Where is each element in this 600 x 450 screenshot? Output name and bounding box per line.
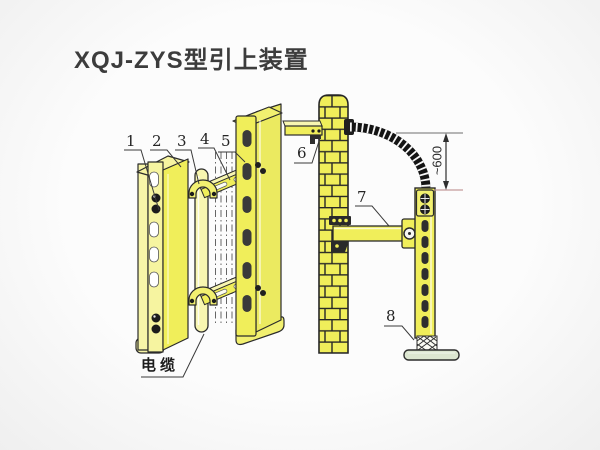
part-label-7: 7 xyxy=(357,188,367,206)
column-a-back-flange xyxy=(137,163,149,351)
leader-lines xyxy=(124,134,415,378)
part-label-8: 8 xyxy=(386,307,396,325)
part-label-3: 3 xyxy=(177,132,187,150)
part-label-4: 4 xyxy=(200,130,210,148)
column-b-slots xyxy=(242,130,252,312)
flexible-conduit xyxy=(344,119,431,190)
column-a-slots xyxy=(149,171,159,288)
diagram-title: XQJ-ZYS型引上装置 xyxy=(74,47,309,74)
cable-label: 电缆 xyxy=(141,357,180,374)
part-label-5: 5 xyxy=(221,132,231,150)
upper-pipe-clamp xyxy=(188,179,218,199)
arm-fixing-bolts xyxy=(255,162,266,296)
leader-8 xyxy=(384,325,415,341)
leader-cable xyxy=(141,333,205,378)
wall-arm-7 xyxy=(329,216,418,252)
pole-base-plate xyxy=(403,349,460,361)
column-a-side-face xyxy=(162,158,189,351)
part-label-6: 6 xyxy=(297,144,307,162)
part-label-1: 1 xyxy=(126,132,136,150)
leader-1 xyxy=(124,149,160,211)
arm-7-lower-bracket xyxy=(331,241,349,252)
leader-4 xyxy=(198,147,231,181)
dimension-600 xyxy=(396,132,463,191)
leader-2 xyxy=(150,149,182,168)
part-label-2: 2 xyxy=(152,132,162,150)
dimension-label: ~600 xyxy=(429,145,445,176)
leader-3 xyxy=(175,149,200,185)
wall-arm-6 xyxy=(282,120,323,144)
arm-6-bracket xyxy=(310,135,321,144)
leader-5 xyxy=(218,151,246,163)
leader-7 xyxy=(355,205,390,227)
leader-6 xyxy=(294,134,322,164)
pole-clamp-bolts xyxy=(420,193,430,215)
pole-slots xyxy=(421,220,429,328)
lower-pipe-clamp xyxy=(188,286,218,306)
riser-pole xyxy=(403,187,460,361)
